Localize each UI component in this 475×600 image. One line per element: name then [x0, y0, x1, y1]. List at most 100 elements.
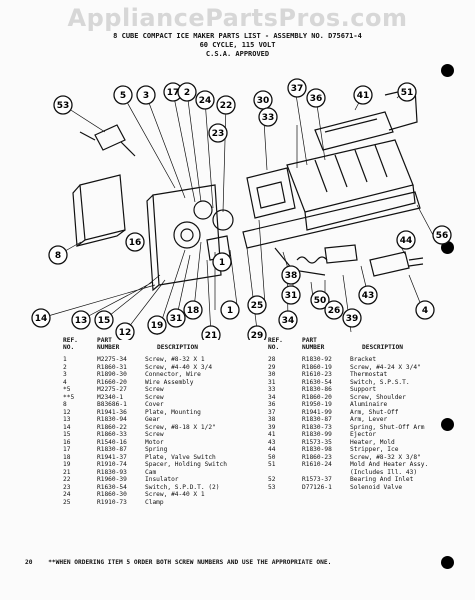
thermostat-housing-part [246, 167, 296, 219]
ref-cell: *5 [63, 386, 71, 393]
callout-label: 5 [120, 91, 126, 101]
callout-label: 17 [167, 88, 180, 98]
description-cell: Gear [145, 416, 160, 423]
callout-label: 34 [282, 316, 295, 326]
callout-31-left [166, 308, 186, 328]
page-title: 8 CUBE COMPACT ICE MAKER PARTS LIST - AS… [0, 32, 475, 59]
callout-8 [48, 245, 68, 265]
callout-19 [147, 315, 167, 335]
part-number-cell: R1941-99 [302, 408, 332, 416]
part-number-cell: R1860-31 [97, 363, 127, 371]
header-part-left: PART NUMBER [97, 337, 120, 352]
page-number: 20 [25, 559, 33, 566]
part-number-cell: R1910-73 [97, 498, 127, 506]
part-number-cell: R1830-99 [302, 431, 332, 438]
ref-cell: 31 [268, 378, 276, 386]
part-number-cell: M2275-34 [97, 356, 127, 363]
callout-label: 16 [129, 238, 142, 248]
ref-cell: 43 [268, 438, 276, 446]
callout-label: 37 [291, 84, 304, 94]
description-cell: Plate, Mounting [145, 408, 201, 416]
ref-cell: 15 [63, 431, 71, 438]
callout-15 [94, 310, 114, 330]
callout-2 [177, 82, 197, 102]
part-number-cell: R1830-87 [302, 416, 332, 423]
callout-44 [396, 230, 416, 250]
part-number-cell: R1941-37 [97, 453, 127, 461]
description-cell: Screw [145, 386, 164, 393]
header-part-right: PART NUMBER [302, 337, 325, 352]
callout-label: 8 [55, 251, 61, 261]
part-number-cell: M2340-1 [97, 393, 124, 401]
description-cell: Arm, Lever [350, 416, 388, 423]
callout-label: 1 [227, 306, 233, 316]
description-cell: Spring, Shut-Off Arm [350, 423, 425, 431]
callout-29 [247, 325, 267, 340]
ref-cell: 51 [268, 461, 276, 468]
part-number-cell: R1573-35 [302, 438, 332, 446]
ref-cell: 23 [63, 483, 71, 491]
callout-label: 21 [205, 331, 218, 340]
stripper-part [242, 191, 421, 249]
description-cell: Screw, #4-40 X 3/4 [145, 363, 213, 371]
callout-label: 12 [119, 328, 132, 338]
ref-cell: 28 [268, 356, 276, 363]
callout-33 [258, 107, 278, 127]
callout-label: 38 [285, 271, 298, 281]
callout-4 [415, 300, 435, 320]
binder-hole-lower [441, 418, 454, 431]
callout-label: 1 [219, 258, 225, 268]
callout-label: 36 [310, 94, 323, 104]
callout-25 [247, 295, 267, 315]
callout-label: 22 [220, 101, 233, 111]
description-cell: Screw, #8-32 X 3/8" [350, 453, 421, 461]
part-number-cell: M2275-27 [97, 386, 127, 393]
part-number-cell: R1830-86 [302, 386, 332, 393]
description-cell: Aluminaire [350, 401, 388, 408]
callout-1 [212, 252, 232, 272]
binder-hole-top [441, 64, 454, 77]
watermark: AppliancePartsPros.com [67, 4, 408, 32]
callout-39 [342, 308, 362, 328]
ejector-part [314, 111, 394, 151]
description-cell: Wire Assembly [145, 378, 194, 386]
ref-cell: 53 [268, 483, 276, 491]
title-line-2: 60 CYCLE, 115 VOLT [199, 41, 276, 49]
callout-16 [125, 232, 145, 252]
ref-cell [268, 469, 302, 477]
callout-label: 25 [251, 301, 264, 311]
part-number-cell: R1830-94 [97, 416, 127, 423]
callout-label: 33 [262, 113, 275, 123]
header-ref-right: REF. NO. [268, 337, 283, 352]
description-cell: (Includes Ill. 43) [350, 468, 418, 476]
callout-label: 41 [357, 91, 370, 101]
description-cell: Solenoid Valve [350, 483, 403, 491]
parts-row: *5 M2275-27 Screw [63, 386, 265, 394]
callout-label: 31 [170, 314, 183, 324]
ref-cell: 38 [268, 416, 276, 423]
binder-hole-bottom [441, 556, 454, 569]
description-cell: Support [350, 386, 377, 393]
ref-cell: 19 [63, 461, 71, 468]
callout-18 [183, 300, 203, 320]
description-cell: Screw, Shoulder [350, 393, 406, 401]
ref-cell: 13 [63, 416, 71, 423]
part-number-cell: R1573-37 [302, 476, 332, 483]
solenoid-valve-part [94, 124, 126, 151]
footnote: 20 **WHEN ORDERING ITEM 5 ORDER BOTH SCR… [25, 559, 331, 566]
description-cell: Heater, Mold [350, 438, 395, 446]
callout-label: 2 [184, 88, 190, 98]
description-cell: Motor [145, 438, 164, 446]
